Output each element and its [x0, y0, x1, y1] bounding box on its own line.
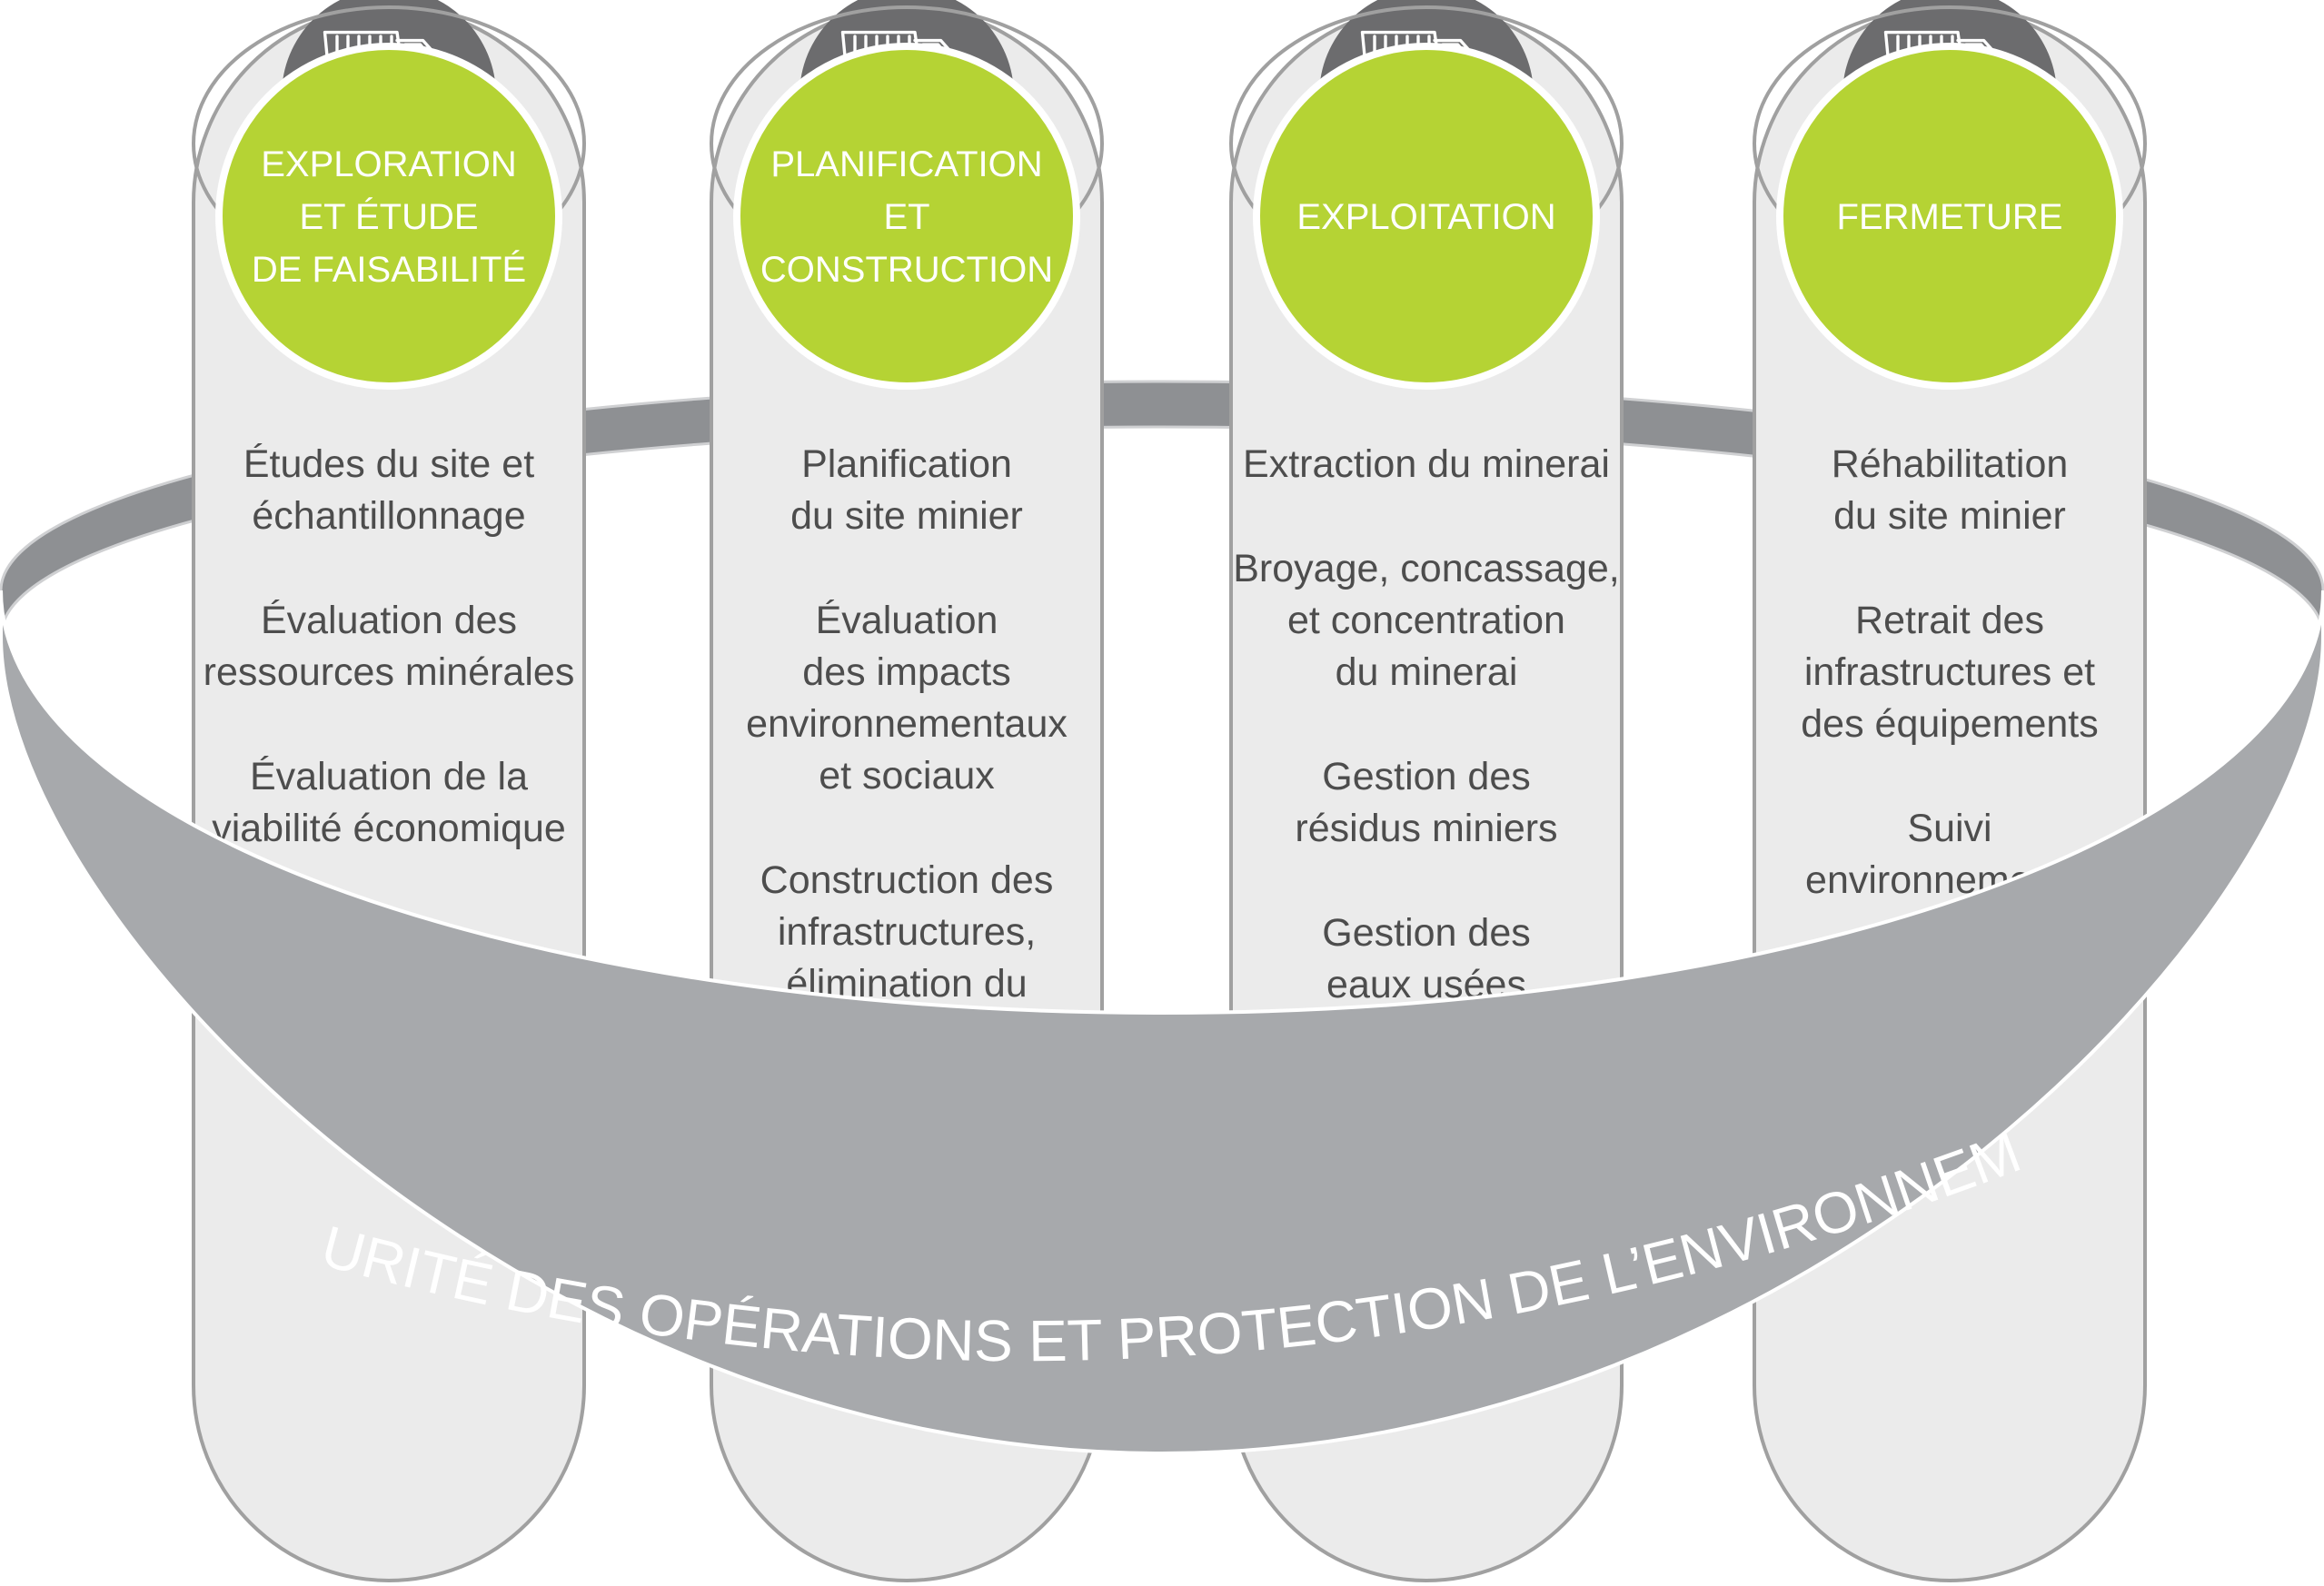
- phase-circle: [215, 43, 562, 390]
- phase-activity-line: Retrait des: [1855, 599, 2044, 642]
- phase-activity: Réhabilitation du site minier: [1832, 442, 2069, 538]
- phase-title-line: DE FAISABILITÉ: [252, 249, 526, 290]
- phase-activity-line: infrastructures,: [778, 910, 1036, 954]
- phase-activity-line: résidus miniers: [1295, 807, 1557, 850]
- phase-activity: Extraction du minerai: [1243, 442, 1610, 486]
- phase-title-line: PLANIFICATION: [770, 144, 1042, 184]
- phase-activity-line: Gestion des: [1322, 911, 1530, 955]
- phase-activity-line: Broyage, concassage,: [1233, 547, 1620, 590]
- phase-circle: [1776, 43, 2123, 390]
- phase-title-line: CONSTRUCTION: [760, 250, 1053, 290]
- phase-activity-line: Extraction du minerai: [1243, 442, 1610, 486]
- phase-activity-line: Planification: [801, 442, 1012, 486]
- phase-activity-line: environnementaux: [746, 702, 1068, 746]
- phase-activity-line: infrastructures et: [1804, 650, 2095, 694]
- phase-circle: [1253, 43, 1600, 390]
- phase-pillar-exploration: EXPLORATION ET ÉTUDE DE FAISABILITÉ Études …: [192, 0, 586, 1582]
- phase-title-line: EXPLOITATION: [1296, 197, 1555, 237]
- phase-activity: Planification du site minier: [790, 442, 1023, 538]
- phase-title-line: EXPLORATION: [261, 144, 517, 184]
- phase-activity-line: des impacts: [802, 650, 1010, 694]
- phase-title-line: FERMETURE: [1837, 197, 2063, 237]
- phase-title-line: ET ÉTUDE: [299, 196, 478, 237]
- phase-activity-line: et sociaux: [819, 754, 995, 798]
- phase-pillar-fermeture: FERMETURE Réhabilitation du site minierRet…: [1753, 0, 2147, 1582]
- phase-activity-line: et concentration: [1287, 599, 1565, 642]
- phase-activity-line: du site minier: [790, 494, 1023, 538]
- safety-ring-front: [0, 590, 2324, 1456]
- phase-activity-line: Évaluation: [816, 599, 998, 642]
- phase-activity: Broyage, concassage, et concentration du m…: [1233, 547, 1620, 694]
- phase-activity-line: du site minier: [1833, 494, 2066, 538]
- phase-activity-line: Études du site et: [243, 442, 534, 486]
- phase-title-line: ET: [883, 197, 929, 237]
- phase-activity-line: échantillonnage: [252, 494, 525, 538]
- phase-activity-line: Suivi: [1907, 807, 1991, 850]
- phase-activity-line: Gestion des: [1322, 755, 1530, 798]
- phase-activity: Évaluation des impacts environnementaux et …: [746, 599, 1068, 798]
- phase-activity-line: Réhabilitation: [1832, 442, 2069, 486]
- phase-activity: Retrait des infrastructures et des équipem…: [1801, 599, 2099, 746]
- phase-activity: Gestion des résidus miniers: [1295, 755, 1557, 850]
- phase-activity-line: viabilité économique: [212, 807, 566, 850]
- phase-activity: Évaluation des ressources minérales: [204, 599, 575, 694]
- phase-activity: Études du site et échantillonnage: [243, 442, 534, 538]
- phase-activity-line: Évaluation de la: [250, 755, 528, 798]
- phase-activity: Évaluation de la viabilité économique: [212, 755, 566, 850]
- phase-activity-line: ressources minérales: [204, 650, 575, 694]
- phase-activity-line: Construction des: [760, 858, 1054, 902]
- phase-activity-line: des équipements: [1801, 702, 2099, 746]
- phase-circle: [733, 43, 1080, 390]
- phase-activity-line: du minerai: [1336, 650, 1518, 694]
- phase-activity-line: Évaluation des: [261, 599, 517, 642]
